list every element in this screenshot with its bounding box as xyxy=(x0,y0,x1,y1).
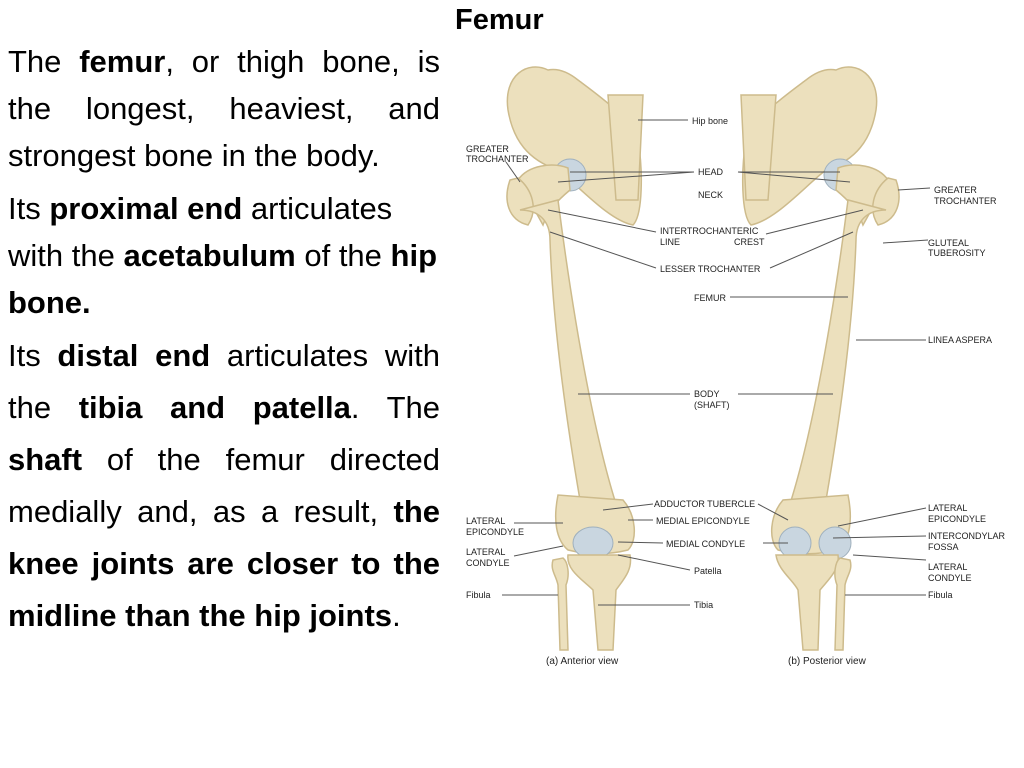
sacrum-posterior xyxy=(740,94,777,201)
label-body: BODY xyxy=(694,389,720,399)
p2-run-5: hip bone. xyxy=(8,238,438,320)
label-lateral-condyle-left: LATERAL xyxy=(466,547,505,557)
patella-anterior xyxy=(572,526,614,560)
label-intercondylar-fossa: FOSSA xyxy=(928,542,959,552)
p2-run-1: proximal end xyxy=(49,191,243,226)
label-greater-trochanter-right: GREATER xyxy=(934,185,977,195)
caption-posterior-view: (b) Posterior view xyxy=(788,656,867,667)
anterior-view xyxy=(506,66,644,651)
label-intercondylar: INTERCONDYLAR xyxy=(928,531,1006,541)
leader-lines xyxy=(502,119,931,606)
p2-run-4: of the xyxy=(295,238,391,273)
label-greater-trochanter-left-2: TROCHANTER xyxy=(466,154,529,164)
label-neck: NECK xyxy=(698,190,723,200)
label-lesser-trochanter: LESSER TROCHANTER xyxy=(660,264,761,274)
p3-run-4: . The xyxy=(350,390,440,425)
paragraph-femur-definition: The femur, or thigh bone, is the longest… xyxy=(8,38,440,179)
p3-run-6: of the femur directed medially and, as a… xyxy=(8,442,440,529)
paragraph-proximal-end: Its proximal end articulates with the ac… xyxy=(8,185,440,326)
p2-run-2: articulates with the xyxy=(8,191,393,273)
p3-run-7: the knee joints are closer to the midlin… xyxy=(8,494,440,633)
label-intertrochanteric-line: LINE xyxy=(660,237,680,247)
femur-shaft-anterior xyxy=(519,199,620,512)
label-lateral-epicondyle-right-2: EPICONDYLE xyxy=(928,514,986,524)
label-adductor-tubercle: ADDUCTOR TUBERCLE xyxy=(654,499,755,509)
label-lateral-epicondyle-right: LATERAL xyxy=(928,503,967,513)
hip-bone-anterior xyxy=(506,66,643,226)
label-medial-epicondyle: MEDIAL EPICONDYLE xyxy=(656,516,750,526)
fibula-anterior xyxy=(551,557,569,651)
label-lateral-condyle-right-2: CONDYLE xyxy=(928,573,972,583)
tibia-anterior xyxy=(567,554,632,651)
p3-run-2: articulates with the xyxy=(8,338,440,425)
tibia-posterior xyxy=(775,554,839,651)
paragraph-distal-end: Its distal end articulates with the tibi… xyxy=(8,330,440,642)
femur-shaft-posterior xyxy=(786,199,887,512)
label-gluteal-tuberosity: TUBEROSITY xyxy=(928,248,986,258)
label-tibia: Tibia xyxy=(694,600,713,610)
label-fibula-right: Fibula xyxy=(928,590,953,600)
lateral-condyle-posterior xyxy=(818,526,852,560)
p1-run-2: , or thigh bone, is the longest, heavies… xyxy=(8,44,440,173)
labels: Hip bone GREATER TROCHANTER HEAD NECK GR… xyxy=(466,116,1006,667)
label-patella: Patella xyxy=(694,566,722,576)
femur-diagram: Hip bone GREATER TROCHANTER HEAD NECK GR… xyxy=(458,50,1020,690)
label-gluteal: GLUTEAL xyxy=(928,238,969,248)
p3-run-0: Its xyxy=(8,338,58,373)
label-medial-condyle: MEDIAL CONDYLE xyxy=(666,539,745,549)
posterior-view xyxy=(740,66,900,651)
label-greater-trochanter-left: GREATER xyxy=(466,144,509,154)
label-head: HEAD xyxy=(698,167,724,177)
p2-run-3: acetabulum xyxy=(123,238,296,273)
sacrum-anterior xyxy=(607,94,644,201)
caption-anterior-view: (a) Anterior view xyxy=(546,656,619,667)
label-lateral-epicondyle-left: LATERAL xyxy=(466,516,505,526)
p3-run-1: distal end xyxy=(57,338,211,373)
label-hip-bone: Hip bone xyxy=(692,116,728,126)
label-lateral-epicondyle-left-2: EPICONDYLE xyxy=(466,527,524,537)
p1-run-0: The xyxy=(8,44,80,79)
label-femur: FEMUR xyxy=(694,293,726,303)
p1-run-1: femur xyxy=(79,44,166,79)
label-fibula-left: Fibula xyxy=(466,590,491,600)
label-lateral-condyle-left-2: CONDYLE xyxy=(466,558,510,568)
hip-bone-posterior xyxy=(741,66,878,226)
greater-trochanter-anterior xyxy=(506,177,534,226)
p3-run-5: shaft xyxy=(8,442,83,477)
slide-title: Femur xyxy=(455,4,544,36)
label-body-shaft: (SHAFT) xyxy=(694,400,730,410)
greater-trochanter-posterior xyxy=(872,177,900,226)
femur-diagram-svg: Hip bone GREATER TROCHANTER HEAD NECK GR… xyxy=(466,66,1006,667)
p3-run-8: . xyxy=(392,598,401,633)
label-intertrochanteric-crest: CREST xyxy=(734,237,765,247)
fibula-posterior xyxy=(834,557,852,651)
label-greater-trochanter-right-2: TROCHANTER xyxy=(934,196,997,206)
label-intertrochanteric: INTERTROCHANTERIC xyxy=(660,226,759,236)
p2-run-0: Its xyxy=(8,191,50,226)
label-lateral-condyle-right: LATERAL xyxy=(928,562,967,572)
label-linea-aspera: LINEA ASPERA xyxy=(928,335,992,345)
p3-run-3: tibia and patella xyxy=(78,390,351,425)
body-text: The femur, or thigh bone, is the longest… xyxy=(8,38,440,642)
